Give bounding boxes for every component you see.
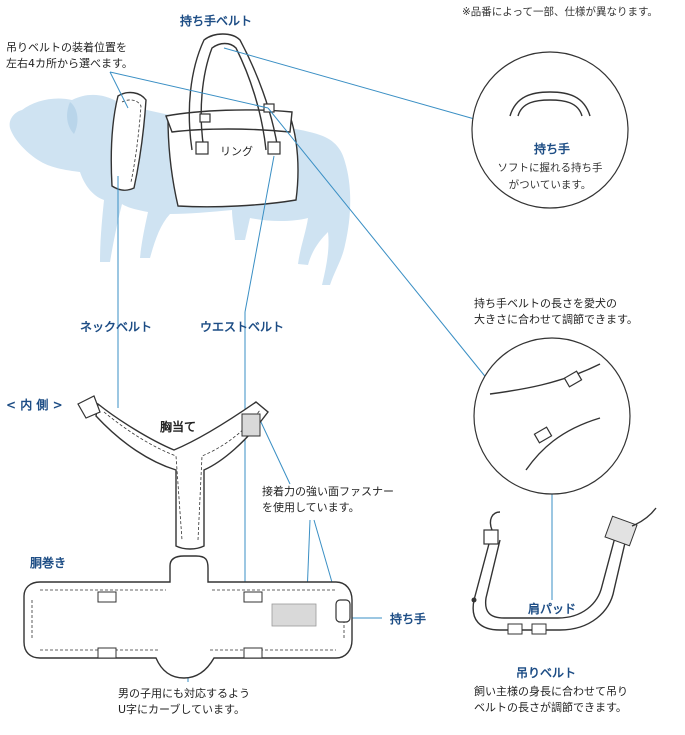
ring-label: リング xyxy=(220,145,253,158)
grip-callout-title: 持ち手 xyxy=(534,142,571,156)
length-buckle-lower xyxy=(533,426,553,444)
hanging-belt-title: 吊りベルト xyxy=(516,666,577,680)
grip-callout-circle xyxy=(471,51,629,209)
neck-belt-label: ネックベルト xyxy=(80,320,153,334)
body-wrap-label: 胴巻き xyxy=(30,556,67,570)
body-wrap-flap xyxy=(165,109,293,133)
buckle-right xyxy=(267,141,281,155)
length-callout-circle xyxy=(473,337,631,495)
shoulder-pad-buckle-2 xyxy=(531,623,547,635)
hanging-belt-position-line2: 左右4カ所から選べます。 xyxy=(6,57,133,70)
hanging-belt-desc-line2: ベルトの長さが調節できます。 xyxy=(474,701,627,714)
neck-clip xyxy=(77,395,101,419)
buckle-left xyxy=(195,141,209,155)
chest-pad-label: 胸当て xyxy=(160,420,197,434)
neck-piece-stitch xyxy=(121,99,142,183)
neck-piece xyxy=(110,91,147,191)
hanging-belt-position-line1: 吊りベルトの装着位置を xyxy=(6,41,127,54)
wrap-loop-4 xyxy=(243,647,263,659)
waist-belt-label: ウエストベルト xyxy=(200,320,285,334)
handle-side-label: 持ち手 xyxy=(390,612,427,626)
grip-callout-line2: がついています。 xyxy=(508,179,592,191)
shoulder-pad-label: 肩パッド xyxy=(528,602,577,616)
shoulder-belt xyxy=(472,529,629,631)
wrap-loop-3 xyxy=(97,647,117,659)
wrap-loop-1 xyxy=(97,591,117,603)
velcro-desc-line1: 接着力の強い面ファスナー xyxy=(262,485,394,498)
velcro-desc-line2: を使用しています。 xyxy=(262,501,360,514)
shoulder-hook-right xyxy=(631,507,657,527)
spec-note: ※品番によって一部、仕様が異なります。 xyxy=(462,6,658,18)
handle-belt-loop xyxy=(188,33,279,151)
grip-handle-illustration xyxy=(509,91,591,117)
u-curve-desc-line1: 男の子用にも対応するよう xyxy=(118,687,250,700)
grip-callout-line1: ソフトに握れる持ち手 xyxy=(497,162,603,174)
handle-belt-label: 持ち手ベルト xyxy=(180,14,253,28)
dog-ear xyxy=(67,102,78,134)
hanging-belt-desc-line1: 飼い主様の身長に合わせて吊り xyxy=(474,685,628,698)
length-belt-illustration xyxy=(489,363,601,395)
shoulder-pad-buckle-1 xyxy=(507,623,523,635)
handle-belt-loop-inner xyxy=(200,42,267,151)
length-callout-line2: 大きさに合わせて調節できます。 xyxy=(474,313,638,326)
u-curve-desc-line2: U字にカーブしています。 xyxy=(118,703,245,716)
velcro-patch xyxy=(241,413,261,437)
shoulder-buckle xyxy=(483,529,499,545)
wrap-loop-2 xyxy=(243,591,263,603)
chest-pad-piece xyxy=(95,401,269,550)
shoulder-belt-outer xyxy=(484,525,619,619)
shoulder-patch xyxy=(604,515,638,547)
length-callout-line1: 持ち手ベルトの長さを愛犬の xyxy=(474,297,617,310)
grip-handle-inner xyxy=(517,99,583,117)
length-buckle-upper xyxy=(563,370,583,388)
velcro-strip xyxy=(271,603,317,627)
length-belt-lower xyxy=(525,417,601,471)
shoulder-point xyxy=(471,597,477,603)
top-buckle-right xyxy=(263,103,275,113)
inner-side-label: < 内 側 > xyxy=(6,398,63,412)
top-buckle-left xyxy=(199,113,211,123)
end-handle xyxy=(335,599,351,623)
shoulder-hook-left xyxy=(489,511,501,531)
